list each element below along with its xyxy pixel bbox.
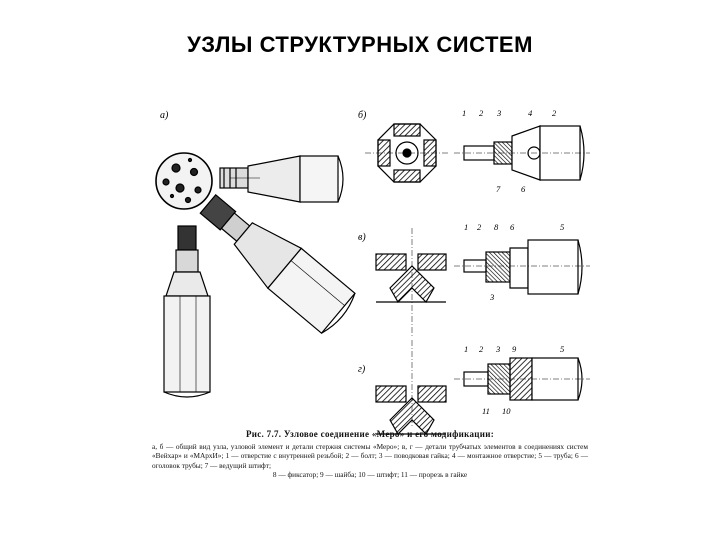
callout-v-8: 8 xyxy=(494,222,499,232)
figure-caption: Рис. 7.7. Узловое соединение «Меро» и ег… xyxy=(152,429,588,480)
technical-figure: а) б) 1 2 3 4 2 7 6 в) xyxy=(150,96,590,500)
callout-g-1: 1 xyxy=(464,344,468,354)
panel-v-drawing xyxy=(375,228,590,336)
panel-g-drawing xyxy=(375,340,590,435)
callout-g-10: 10 xyxy=(502,406,511,416)
callout-b-1: 1 xyxy=(462,108,466,118)
caption-last-line: 8 — фиксатор; 9 — шайба; 10 — штифт; 11 … xyxy=(272,470,468,480)
callout-b-4: 4 xyxy=(528,108,533,118)
callout-g-2: 2 xyxy=(479,344,484,354)
callout-g-5: 5 xyxy=(560,344,564,354)
callout-b-3: 3 xyxy=(496,108,501,118)
panel-a-label: а) xyxy=(160,110,169,121)
callout-v-6: 6 xyxy=(510,222,515,232)
callout-v-3: 3 xyxy=(489,292,494,302)
panel-a-drawing xyxy=(155,152,356,398)
panel-g-label: г) xyxy=(358,364,366,375)
figure-drawing: а) б) 1 2 3 4 2 7 6 в) xyxy=(155,108,590,435)
callout-v-1: 1 xyxy=(464,222,468,232)
callout-v-5: 5 xyxy=(560,222,564,232)
caption-body: а, б — общий вид узла, узловой элемент и… xyxy=(152,441,588,470)
callout-b-2b: 2 xyxy=(552,108,557,118)
callout-b-7: 7 xyxy=(496,184,501,194)
caption-title: Рис. 7.7. Узловое соединение «Меро» и ег… xyxy=(245,429,495,439)
callout-g-9: 9 xyxy=(512,344,517,354)
panel-b-label: б) xyxy=(358,110,367,121)
callout-v-2: 2 xyxy=(477,222,482,232)
callout-b-6: 6 xyxy=(521,184,526,194)
callout-g-3: 3 xyxy=(495,344,500,354)
panel-v-label: в) xyxy=(358,232,366,243)
callout-b-2: 2 xyxy=(479,108,484,118)
callout-g-11: 11 xyxy=(482,406,490,416)
slide-title: УЗЛЫ СТРУКТУРНЫХ СИСТЕМ xyxy=(187,32,533,57)
panel-b-drawing xyxy=(365,123,590,183)
